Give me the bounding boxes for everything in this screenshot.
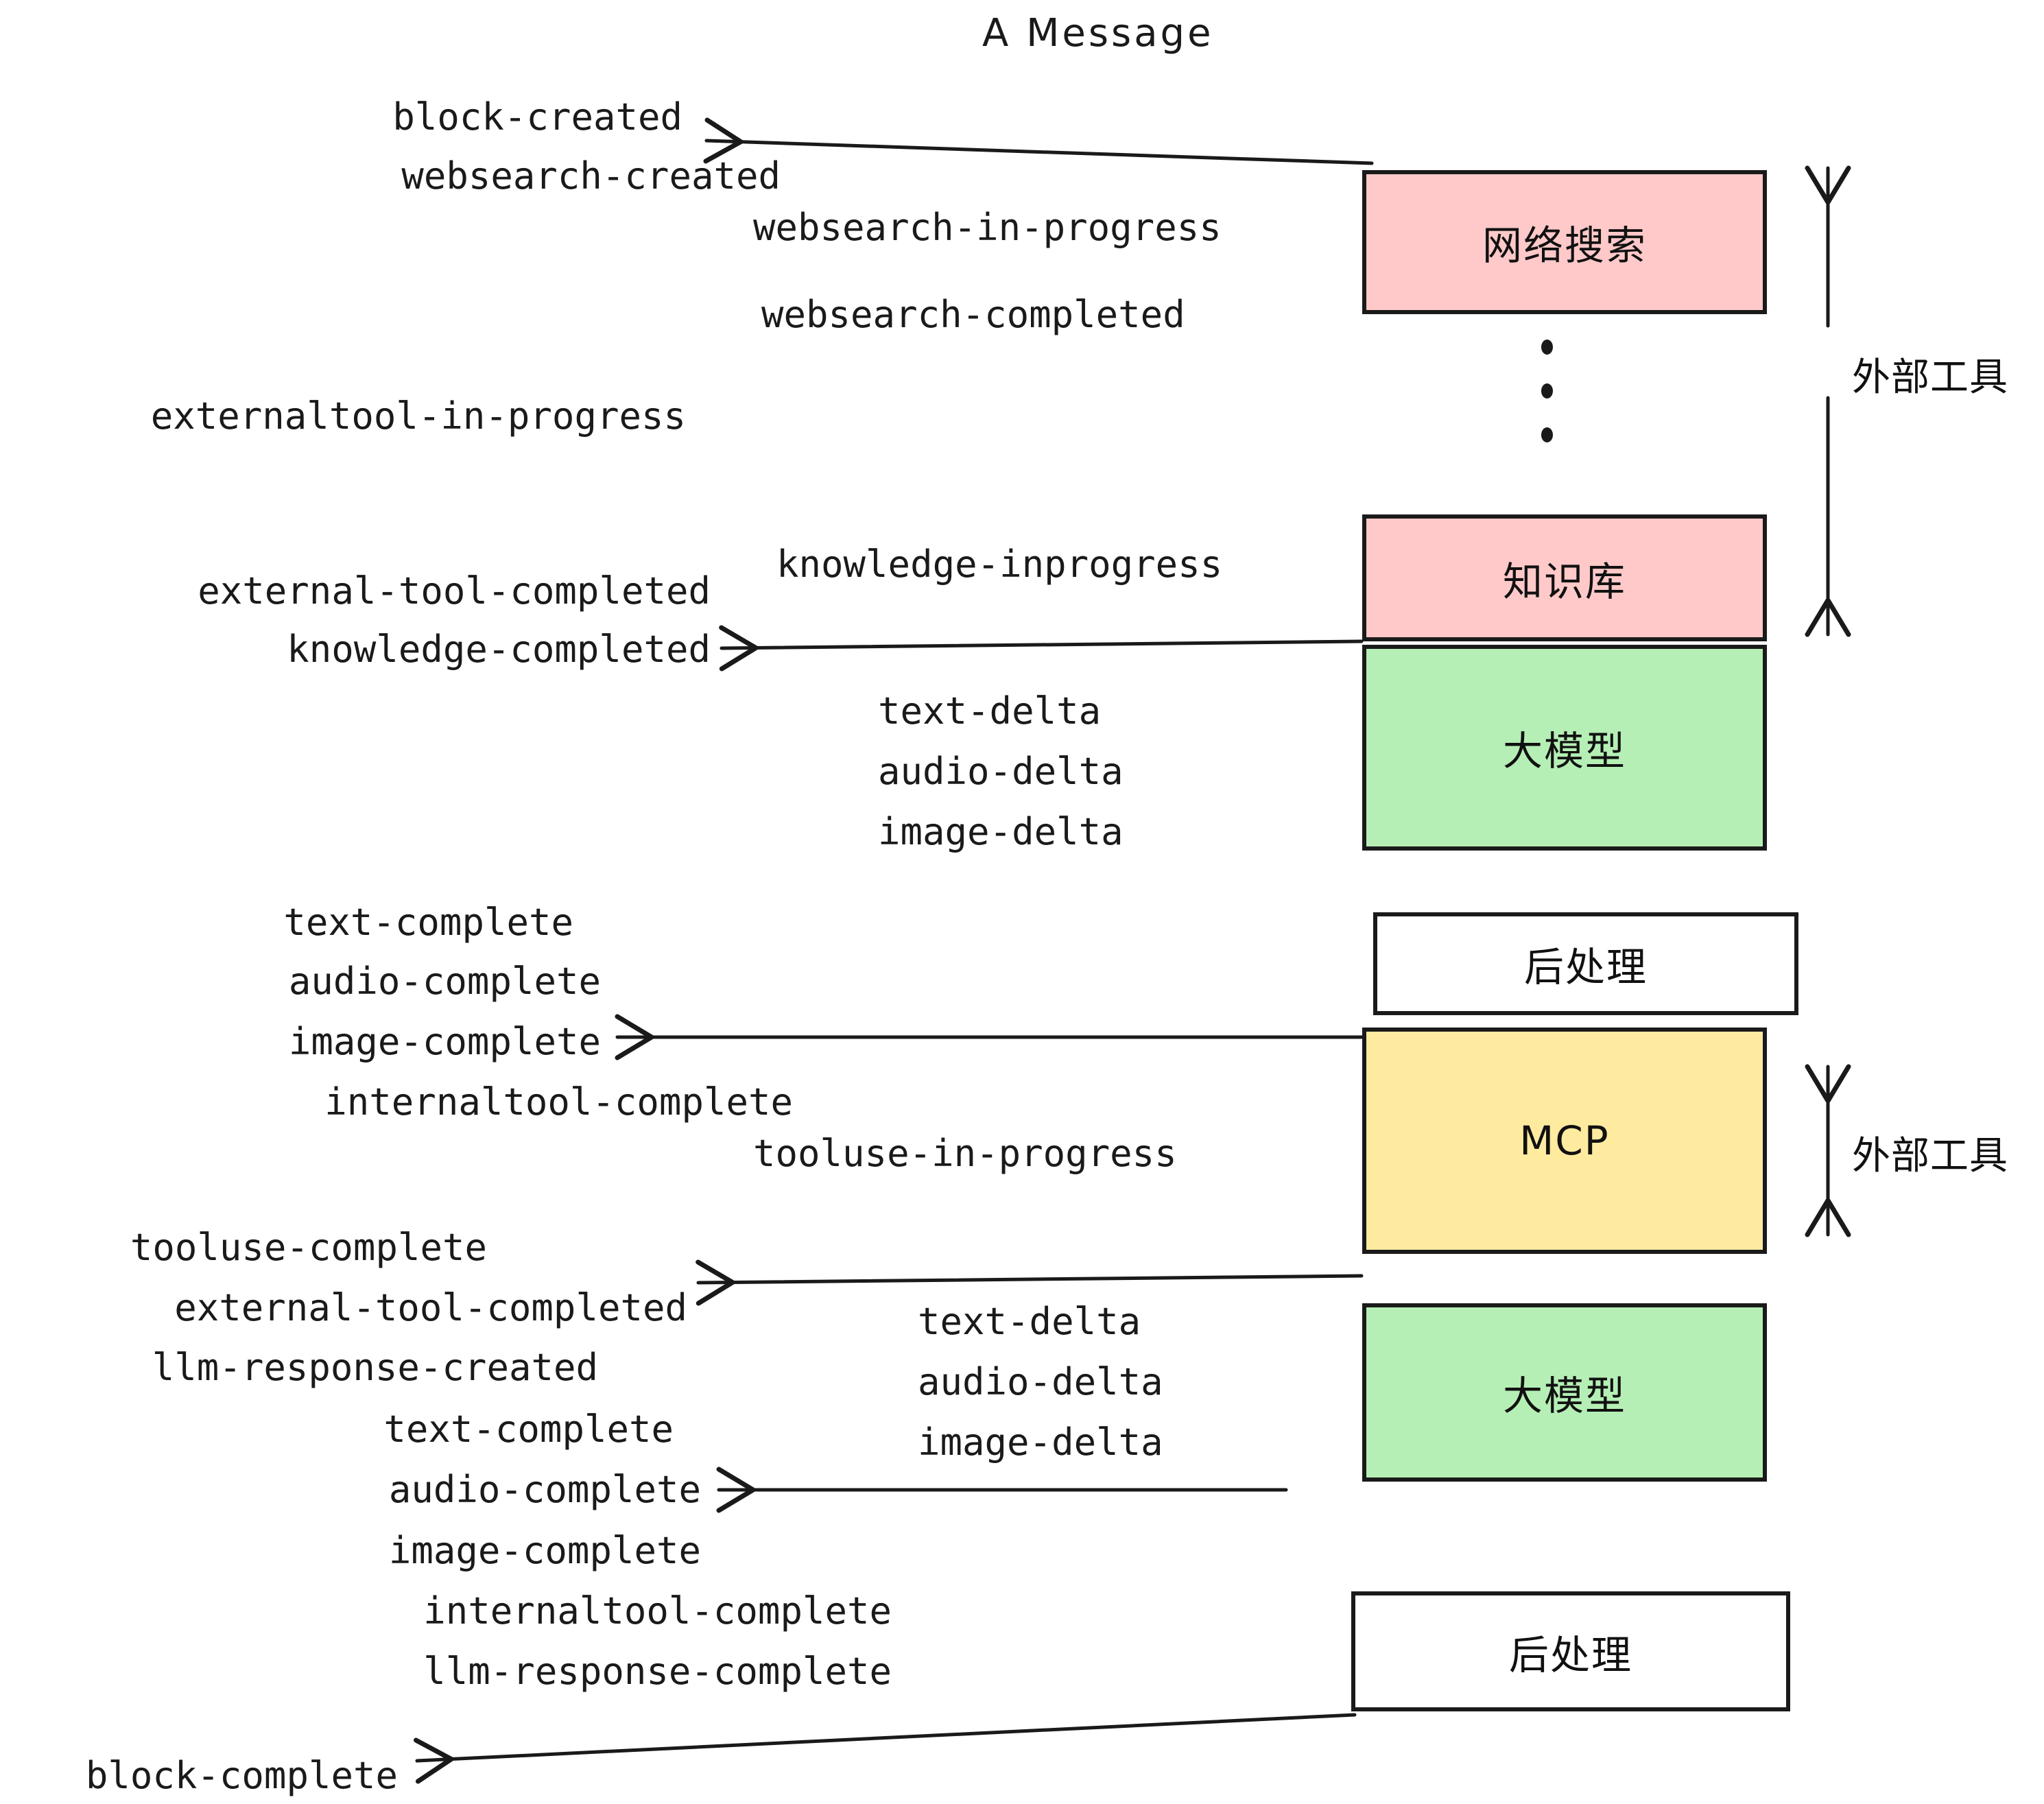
dot — [1541, 427, 1553, 442]
node-postprocess-second: 后处理 — [1351, 1591, 1790, 1711]
knowledge-completed-arrow — [719, 625, 1364, 672]
block-complete-arrow — [414, 1713, 1357, 1784]
event-label: audio-delta — [878, 750, 1124, 793]
event-label: llm-response-complete — [423, 1650, 892, 1693]
event-label: externaltool-in-progress — [150, 394, 686, 438]
node-knowledge-base: 知识库 — [1362, 514, 1767, 641]
block-created-arrow — [703, 117, 1374, 165]
node-postprocess-first: 后处理 — [1373, 912, 1798, 1015]
event-label: audio-complete — [388, 1468, 701, 1511]
node-mcp: MCP — [1362, 1028, 1767, 1254]
page-title: A Message — [982, 11, 1214, 56]
event-label: audio-complete — [288, 960, 601, 1003]
event-label: internaltool-complete — [324, 1080, 793, 1124]
group-label-external-tools-top: 外部工具 — [1852, 355, 2008, 400]
event-label: image-delta — [878, 810, 1124, 853]
event-label: websearch-created — [401, 154, 781, 198]
event-label: block-created — [392, 95, 682, 139]
group-label-external-tools-mcp: 外部工具 — [1852, 1134, 2008, 1178]
event-label: external-tool-completed — [174, 1286, 687, 1329]
event-label: tooluse-in-progress — [753, 1132, 1177, 1175]
event-label: text-complete — [283, 901, 573, 944]
event-label: websearch-completed — [761, 293, 1185, 336]
event-label: image-complete — [388, 1529, 701, 1572]
ellipsis-dots — [1540, 340, 1554, 442]
event-label: image-delta — [918, 1421, 1163, 1464]
event-label: tooluse-complete — [130, 1226, 487, 1269]
event-label: text-delta — [878, 689, 1102, 733]
event-label: websearch-in-progress — [753, 206, 1222, 249]
event-label: text-delta — [918, 1300, 1141, 1343]
event-label: text-complete — [383, 1408, 674, 1451]
event-label: knowledge-completed — [287, 628, 711, 671]
node-websearch: 网络搜索 — [1362, 170, 1767, 314]
dot — [1541, 383, 1553, 399]
event-label: internaltool-complete — [423, 1589, 892, 1633]
event-label: llm-response-created — [152, 1346, 598, 1389]
event-label: knowledge-inprogress — [776, 543, 1223, 586]
event-label: audio-delta — [918, 1360, 1163, 1403]
event-label: image-complete — [288, 1020, 601, 1063]
event-label: external-tool-completed — [198, 569, 711, 613]
event-label: block-complete — [85, 1754, 398, 1797]
node-llm-first: 大模型 — [1362, 645, 1767, 851]
node-llm-second: 大模型 — [1362, 1303, 1767, 1482]
dot — [1541, 340, 1553, 355]
tooluse-complete-arrow — [696, 1259, 1364, 1306]
